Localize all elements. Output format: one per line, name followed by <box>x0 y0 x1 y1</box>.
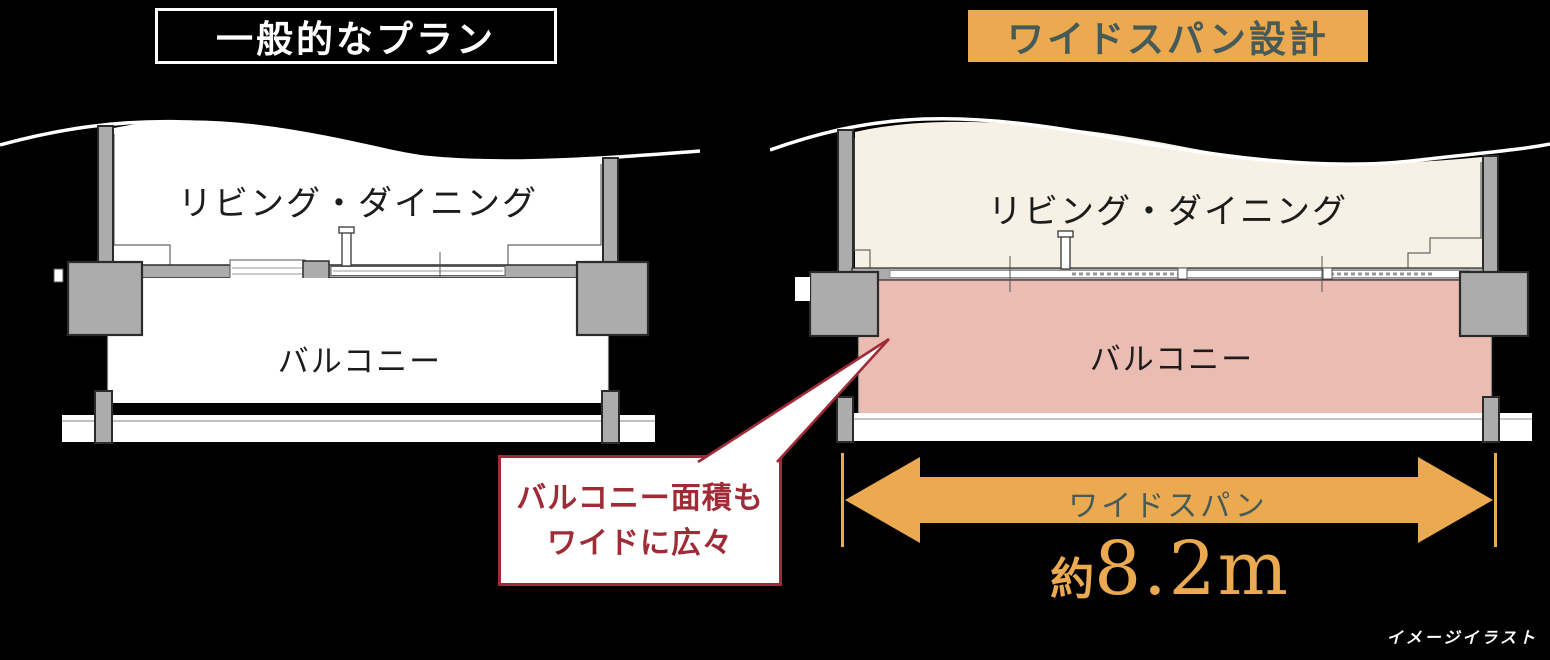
dimension-tick-right <box>1494 453 1497 547</box>
dimension-tick-left <box>841 453 844 547</box>
callout-leader-edge-left <box>697 337 890 464</box>
right-plan-wave-cut-line <box>770 116 1550 166</box>
right-plan-east-wall <box>1482 155 1499 273</box>
left-plan-east-post <box>601 390 620 444</box>
image-illustration-note: イメージイラスト <box>1386 628 1538 647</box>
left-plan-balcony-fill <box>107 278 609 403</box>
left-plan-east-column <box>575 260 650 337</box>
callout-line2: ワイドに広々 <box>547 525 733 561</box>
right-plan-east-column <box>1458 270 1530 338</box>
left-plan-title: 一般的なプラン <box>155 8 557 64</box>
double-headed-arrow <box>845 457 1493 543</box>
left-plan-center-pier <box>302 260 330 281</box>
left-plan-west-wall <box>97 125 114 269</box>
left-plan-west-post <box>94 390 113 444</box>
right-plan-east-post <box>1482 396 1500 443</box>
span-meters: 8.2m <box>1094 526 1290 612</box>
wide-span-arrow <box>841 453 1497 547</box>
left-living-label: リビング・ダイニング <box>178 184 538 224</box>
left-floor-plan-drawing <box>0 119 700 444</box>
right-plan-sash-joint-2 <box>1322 267 1333 280</box>
left-plan-pipe <box>341 231 352 267</box>
left-plan-pipe-cap <box>338 226 355 234</box>
right-plan-pipe-cap <box>1057 230 1074 238</box>
right-plan-balcony-fill <box>858 279 1492 413</box>
left-plan-wave-cut-line <box>0 119 700 163</box>
left-plan-east-wall <box>602 157 619 269</box>
right-plan-west-wall <box>837 129 854 273</box>
left-plan-west-tab <box>53 268 64 283</box>
right-plan-west-column <box>808 270 880 338</box>
right-plan-pipe <box>1060 235 1071 270</box>
right-floor-plan-drawing <box>770 116 1550 443</box>
left-living-room-fill <box>105 120 610 270</box>
right-plan-sash-joint-1 <box>1177 267 1188 280</box>
right-living-label: リビング・ダイニング <box>988 192 1348 232</box>
right-balcony-label: バルコニー <box>1089 342 1255 378</box>
left-plan-west-column <box>66 260 144 337</box>
callout-leader-wedge <box>697 337 890 464</box>
right-living-room-fill <box>855 121 1482 270</box>
wide-span-arrow-label: ワイドスパン <box>1068 489 1268 524</box>
left-plan-slab <box>62 415 655 442</box>
right-plan-west-post <box>836 396 854 443</box>
left-balcony-label: バルコニー <box>277 344 443 380</box>
left-plan-window-a <box>229 259 306 282</box>
callout-line1: バルコニー面積も <box>516 480 764 516</box>
span-dimension-value: 約8.2m <box>940 526 1400 612</box>
right-plan-slab <box>838 413 1532 441</box>
approx-prefix: 約 <box>1050 554 1095 605</box>
right-plan-title: ワイドスパン設計 <box>968 10 1368 62</box>
right-plan-west-tab <box>795 277 810 301</box>
callout-leader-edge-right <box>776 338 890 463</box>
balcony-callout-box: バルコニー面積も ワイドに広々 <box>498 455 782 586</box>
